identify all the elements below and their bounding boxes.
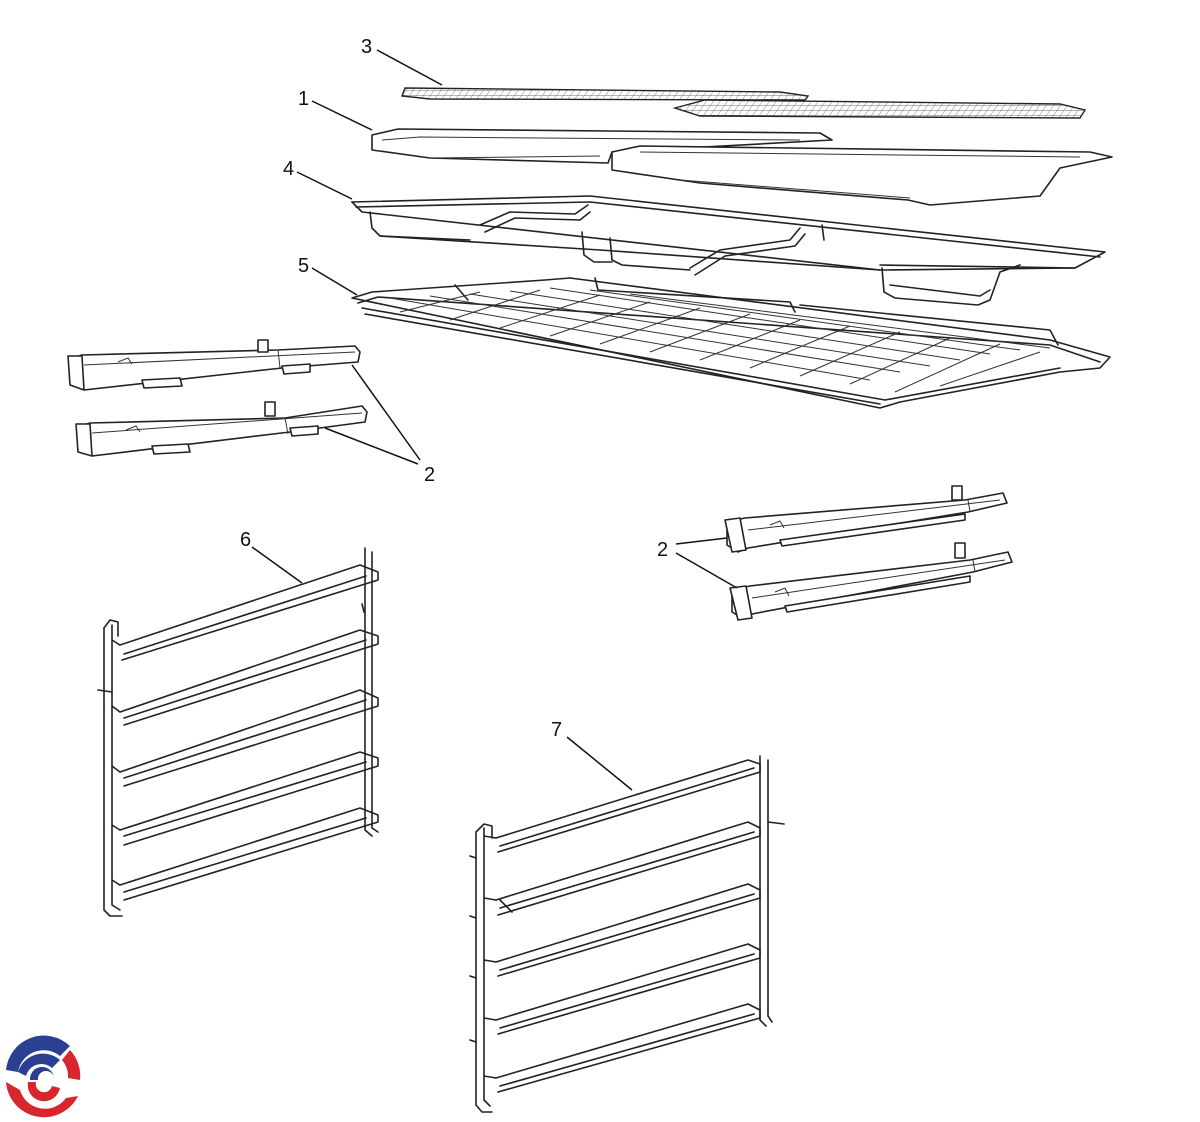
grid-mat-part bbox=[401, 87, 1087, 119]
callout-5: 5 bbox=[298, 255, 309, 277]
callout-4: 4 bbox=[283, 158, 294, 180]
side-rack-right-part bbox=[469, 755, 785, 1113]
runner-right-part bbox=[724, 485, 1013, 621]
leader-lines bbox=[251, 49, 738, 791]
callout-3: 3 bbox=[361, 36, 372, 58]
baking-tray-part bbox=[371, 128, 1113, 206]
callout-7: 7 bbox=[551, 719, 562, 741]
callout-2-left: 2 bbox=[424, 464, 435, 486]
runner-left-part bbox=[67, 339, 368, 457]
side-rack-left-part bbox=[97, 547, 379, 917]
wire-shelf-part bbox=[351, 277, 1111, 409]
callout-1: 1 bbox=[298, 88, 309, 110]
callout-2-right: 2 bbox=[657, 539, 668, 561]
swirl-logo-icon bbox=[2, 1035, 82, 1120]
callout-6: 6 bbox=[240, 529, 251, 551]
frame-rack-part bbox=[351, 195, 1106, 306]
callout-labels: 3 1 4 5 2 2 6 7 bbox=[240, 36, 668, 741]
